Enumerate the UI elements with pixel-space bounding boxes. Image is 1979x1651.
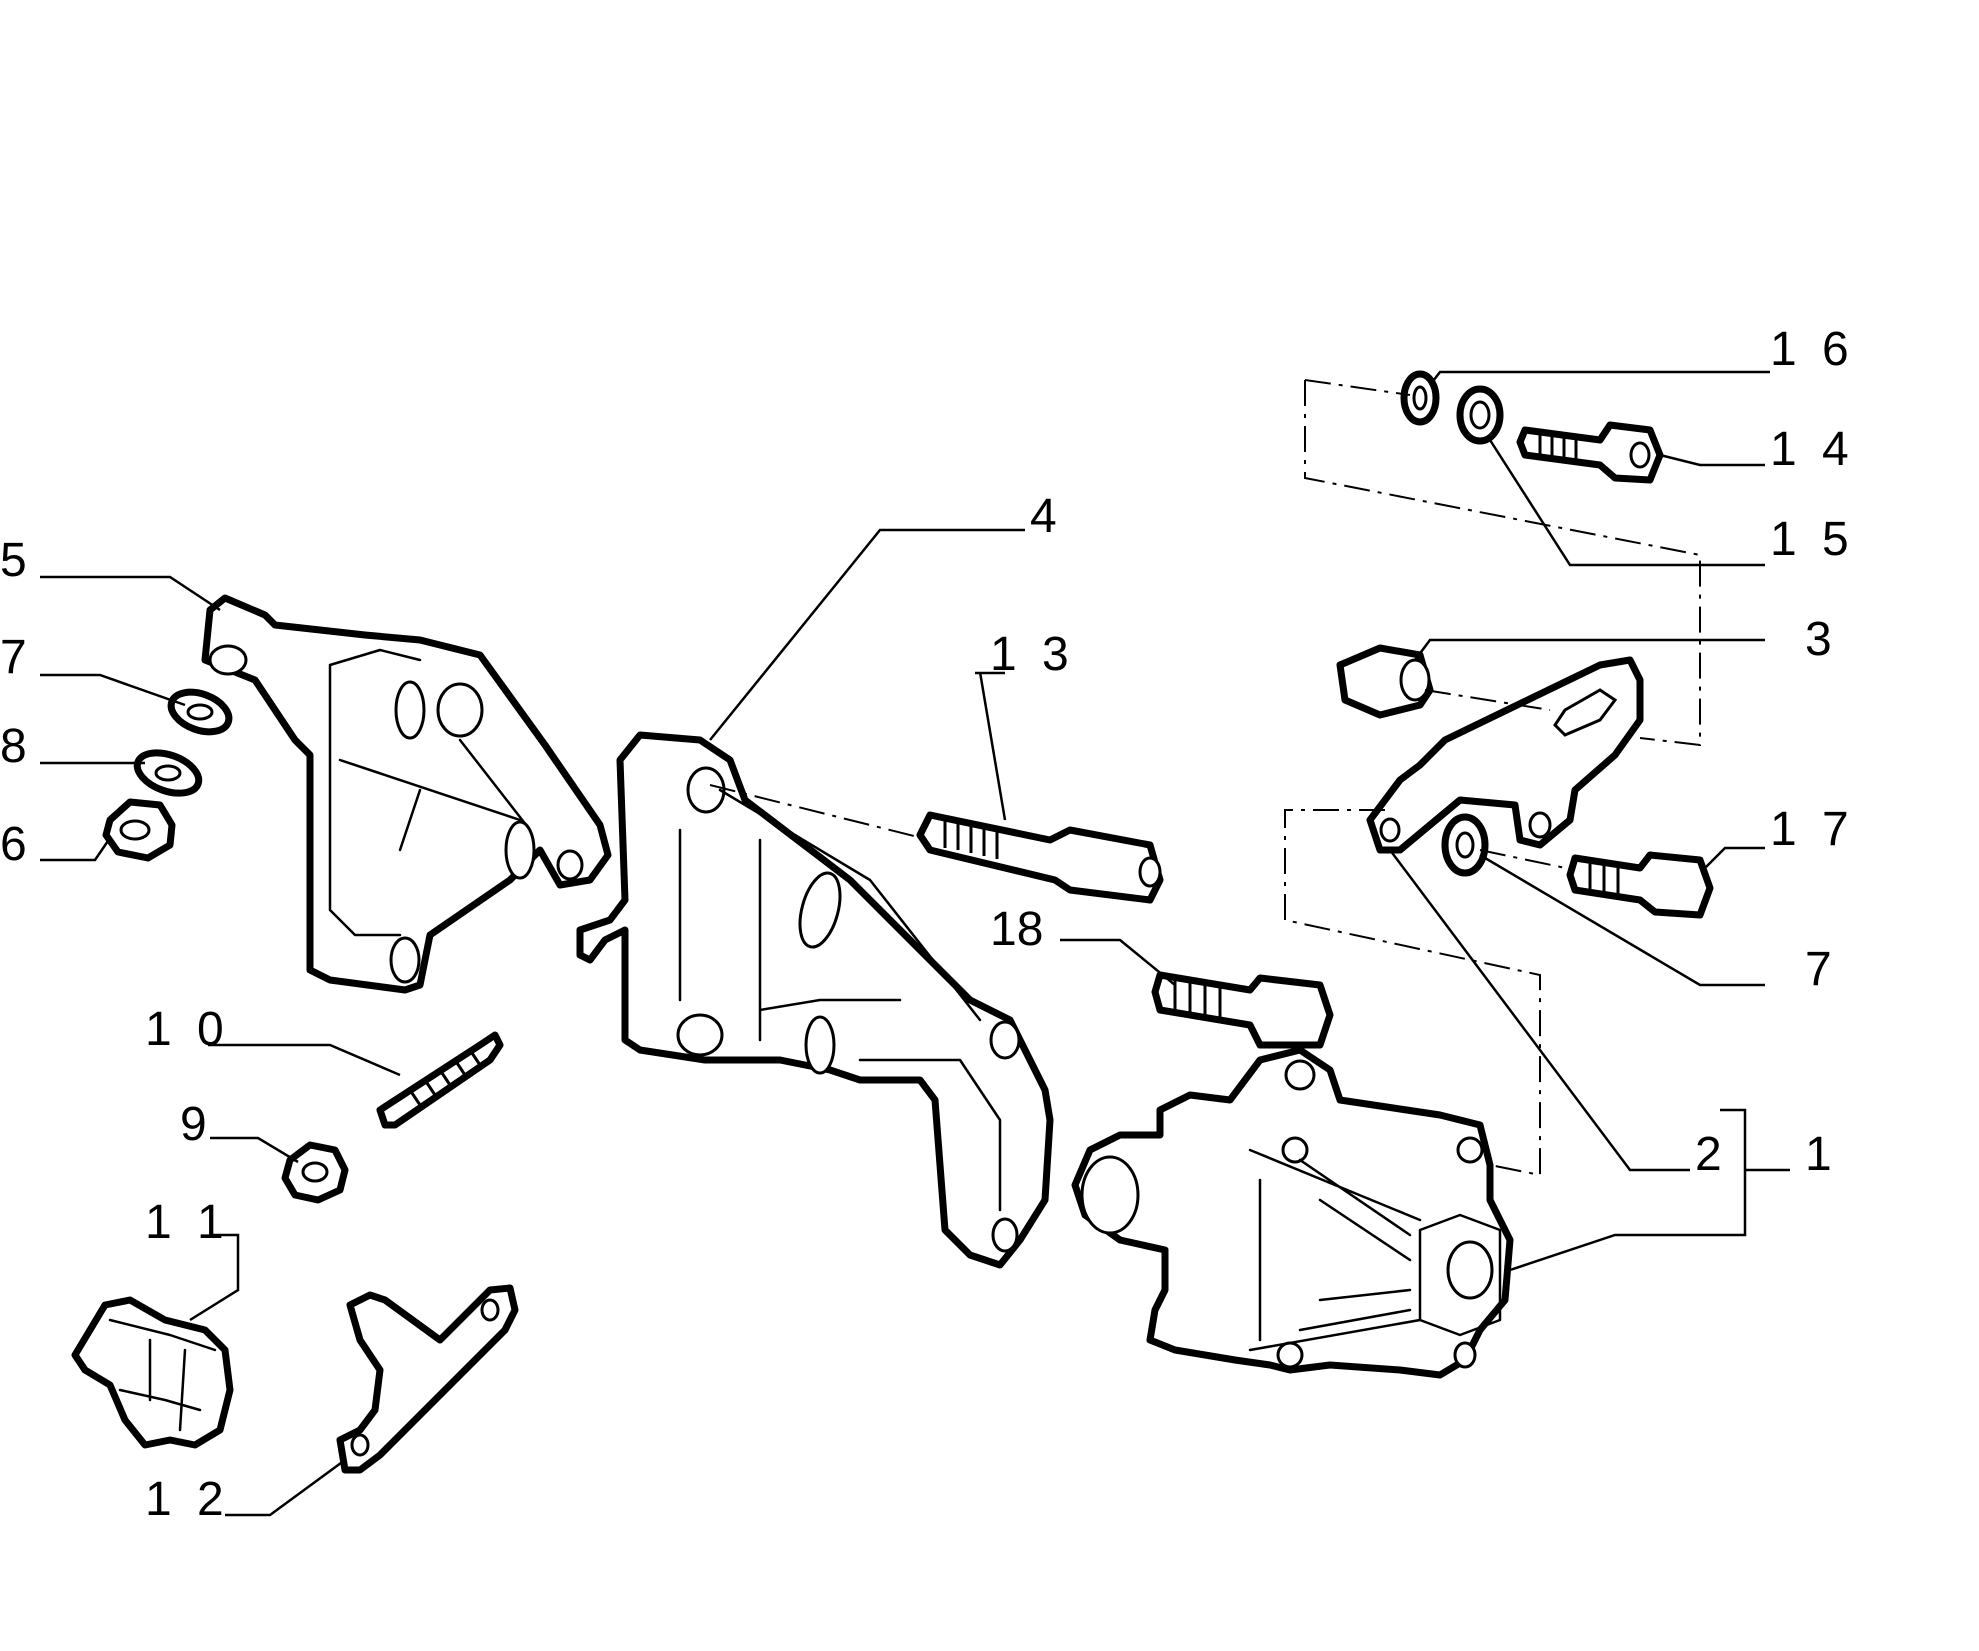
part-15-washer xyxy=(1456,385,1504,445)
part-12-strap xyxy=(336,1284,519,1474)
part-1-pump-assembly xyxy=(1071,1046,1514,1379)
callout-16: 1 6 xyxy=(1770,323,1855,376)
callout-11: 1 1 xyxy=(145,1196,230,1249)
part-11-clip xyxy=(71,1296,234,1449)
part-18-bolt xyxy=(1151,971,1334,1049)
part-9-nut xyxy=(281,1141,349,1204)
callout-12: 1 2 xyxy=(145,1473,230,1526)
part-14-screw xyxy=(1516,421,1664,484)
callout-14: 1 4 xyxy=(1770,423,1855,476)
callout-7-right: 7 xyxy=(1805,943,1838,996)
callout-1: 1 xyxy=(1805,1128,1838,1181)
callout-3: 3 xyxy=(1805,613,1838,666)
callout-7: 7 xyxy=(0,631,33,684)
part-10-stud xyxy=(376,1031,504,1129)
assembly-lines xyxy=(709,379,1701,1177)
part-8-washer xyxy=(133,749,203,797)
callout-15: 1 5 xyxy=(1770,513,1855,566)
part-17-bolt xyxy=(1566,851,1714,919)
part-5-bracket xyxy=(201,594,612,994)
callout-5: 5 xyxy=(0,534,33,587)
callout-17: 1 7 xyxy=(1770,803,1855,856)
callout-4: 4 xyxy=(1030,490,1063,543)
part-13-stud xyxy=(916,811,1164,904)
callout-10: 1 0 xyxy=(145,1003,230,1056)
part-4-bracket xyxy=(576,731,1054,1269)
callout-18: 18 xyxy=(990,903,1043,956)
callout-2: 2 xyxy=(1695,1128,1728,1181)
callout-6: 6 xyxy=(0,818,33,871)
part-16-circlip xyxy=(1400,370,1440,426)
part-7-washer-right xyxy=(1441,813,1489,877)
part-3-bush xyxy=(1336,644,1434,719)
callout-13: 1 3 xyxy=(990,628,1075,681)
part-7-lock-washer-left xyxy=(167,688,233,736)
callout-9: 9 xyxy=(180,1098,213,1151)
leader-lines xyxy=(40,370,1790,1517)
callout-labels: 5 7 8 6 1 0 9 1 1 1 2 4 1 3 18 1 6 1 4 1… xyxy=(0,323,1855,1526)
callout-8: 8 xyxy=(0,720,33,773)
part-6-nut xyxy=(102,798,176,862)
